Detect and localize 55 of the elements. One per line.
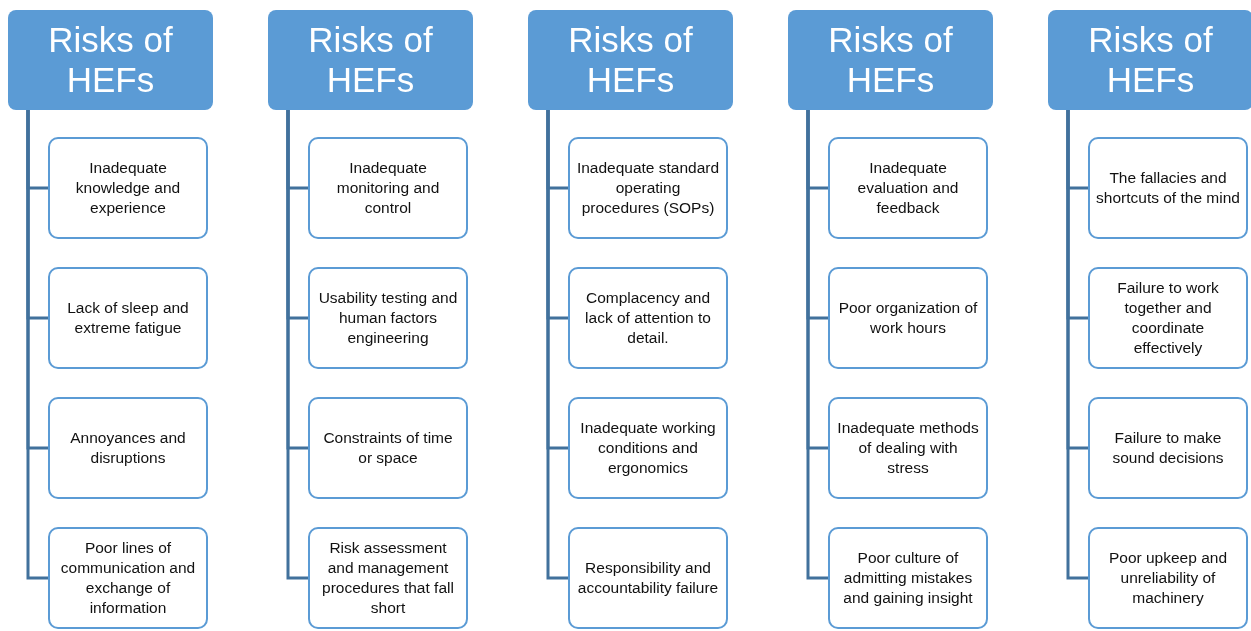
box-text: Responsibility and accountability failure [576,557,720,598]
process-box [308,527,468,629]
process-box [48,527,208,629]
box-text: Poor lines of communication and exchange of information [59,537,197,619]
box-text: Inadequate methods of dealing with stress [836,417,980,479]
process-box [568,267,728,369]
header-box [528,10,733,110]
box-text: Usability testing and human factors engineering [317,287,459,349]
connector-line [806,110,828,580]
connector-line [286,110,308,580]
box-text: Risks of HEFs [827,19,954,101]
process-box [828,267,988,369]
box-text: Annoyances and disruptions [69,427,187,468]
box-text: Complacency and lack of attention to detail. [584,287,712,349]
connector-line [26,110,48,580]
box-text: Lack of sleep and extreme fatigue [66,297,190,338]
connector-line [546,110,568,580]
process-box [1088,527,1248,629]
process-box [828,527,988,629]
process-box [308,397,468,499]
box-text: Poor culture of admitting mistakes and gaining insight [842,547,974,609]
box-text: Poor organization of work hours [837,297,979,338]
header-box [788,10,993,110]
box-text: Risks of HEFs [567,19,694,101]
header-box [8,10,213,110]
box-text: Inadequate standard operating procedures (SOPs) [576,157,720,219]
process-box [568,137,728,239]
process-box [1088,397,1248,499]
process-box [828,397,988,499]
box-text: Risks of HEFs [1087,19,1214,101]
process-box [1088,137,1248,239]
process-box [568,527,728,629]
process-box [308,137,468,239]
box-text: Risks of HEFs [47,19,174,101]
box-text: Inadequate working conditions and ergonomics [579,417,717,479]
box-text: Constraints of time or space [322,427,454,468]
header-box [1048,10,1251,110]
box-text: Poor upkeep and unreliability of machinery [1107,547,1229,609]
box-text: Risk assessment and management procedures that fall short [321,537,455,619]
process-box [48,137,208,239]
connector-line [1066,110,1088,580]
box-text: Risks of HEFs [307,19,434,101]
process-box [568,397,728,499]
process-box [1088,267,1248,369]
process-box [48,267,208,369]
box-text: Inadequate evaluation and feedback [856,157,960,219]
box-text: Inadequate monitoring and control [335,157,441,219]
box-text: Failure to work together and coordinate effectively [1116,277,1220,359]
box-text: Failure to make sound decisions [1111,427,1225,468]
header-box [268,10,473,110]
box-text: The fallacies and shortcuts of the mind [1096,167,1240,208]
process-box [828,137,988,239]
process-box [48,397,208,499]
process-box [308,267,468,369]
box-text: Inadequate knowledge and experience [74,157,182,219]
